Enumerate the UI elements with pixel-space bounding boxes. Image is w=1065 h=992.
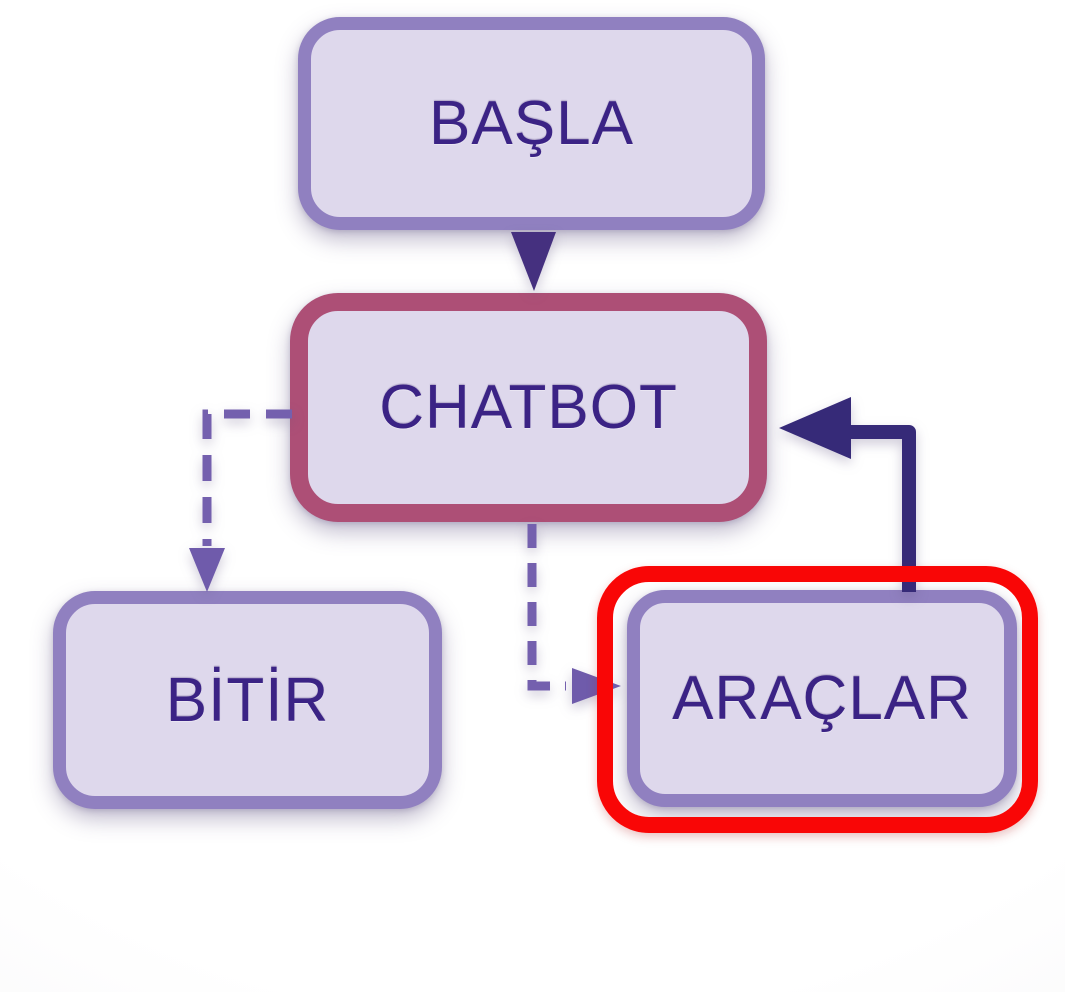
dashed-line-chatbot-to-araclar — [527, 524, 566, 691]
arrowhead-araclar-to-chatbot — [779, 397, 851, 459]
highlight-ring-araclar — [597, 566, 1038, 833]
dashed-line-chatbot-to-bitir — [202, 409, 292, 546]
node-araclar-label: ARAÇLAR — [672, 664, 972, 733]
node-basla-label: BAŞLA — [429, 89, 634, 158]
node-bitir-label: BİTİR — [165, 665, 330, 735]
node-araclar[interactable]: ARAÇLAR — [627, 590, 1017, 807]
node-chatbot-label: CHATBOT — [379, 373, 678, 442]
arrow-basla-to-chatbot — [511, 232, 556, 291]
node-basla[interactable]: BAŞLA — [298, 17, 765, 230]
node-chatbot[interactable]: CHATBOT — [290, 293, 767, 522]
arrowhead-chatbot-to-bitir — [189, 548, 225, 592]
node-bitir[interactable]: BİTİR — [53, 591, 442, 809]
